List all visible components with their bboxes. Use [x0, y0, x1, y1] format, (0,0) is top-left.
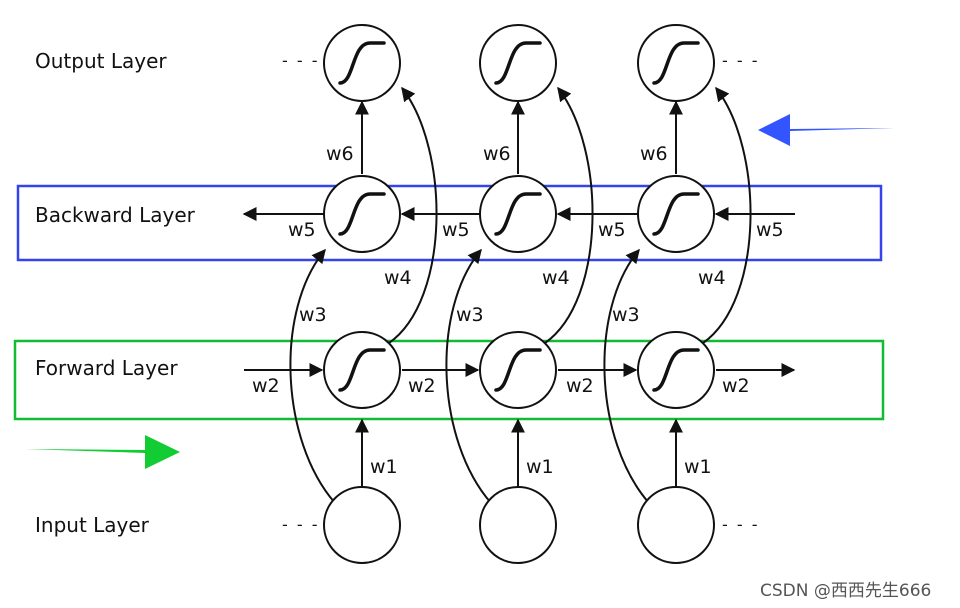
backward-node-3: [637, 175, 715, 253]
forward-layer-box: [13, 339, 885, 421]
ellipsis-input-left: - - -: [282, 515, 320, 534]
forward-node-2: [479, 331, 557, 409]
input-node-3: [637, 486, 715, 564]
weight-label-w1: w1: [684, 456, 712, 478]
weight-label-w3: w3: [456, 304, 484, 326]
output-node-2: [479, 24, 557, 102]
weight-label-w5: w5: [598, 219, 626, 241]
label-output-layer: Output Layer: [35, 49, 167, 73]
weight-label-w3: w3: [299, 304, 327, 326]
edge-w4-col1: [388, 86, 438, 344]
backward-node-1: [323, 175, 401, 253]
weight-label-w6: w6: [483, 143, 511, 165]
edge-w4-col3: [702, 86, 752, 344]
weight-label-w4: w4: [542, 267, 570, 289]
weight-label-w1: w1: [526, 456, 554, 478]
edge-w4-col2: [544, 86, 594, 344]
input-node-1: [323, 486, 401, 564]
forward-direction-arrow: [25, 435, 180, 469]
weight-label-w3: w3: [612, 304, 640, 326]
weight-label-w2: w2: [566, 375, 594, 397]
watermark: CSDN @西西先生666: [760, 581, 931, 601]
weight-label-w5: w5: [756, 219, 784, 241]
weight-label-w5: w5: [288, 219, 316, 241]
forward-node-1: [323, 331, 401, 409]
weight-label-w2: w2: [252, 375, 280, 397]
backward-direction-arrow: [758, 114, 894, 146]
output-node-1: [323, 24, 401, 102]
edge-w3-col1: [289, 248, 336, 504]
weight-label-w5: w5: [442, 219, 470, 241]
weight-label-w1: w1: [370, 456, 398, 478]
label-backward-layer: Backward Layer: [35, 203, 196, 227]
edge-w3-col2: [445, 248, 492, 504]
backward-node-2: [479, 175, 557, 253]
ellipsis-output-right: - - -: [722, 51, 760, 70]
label-input-layer: Input Layer: [35, 513, 150, 537]
input-node-2: [479, 486, 557, 564]
weight-label-w4: w4: [384, 267, 412, 289]
weight-label-w6: w6: [640, 143, 668, 165]
label-forward-layer: Forward Layer: [35, 356, 178, 380]
weight-label-w4: w4: [698, 267, 726, 289]
output-node-3: [637, 24, 715, 102]
forward-node-3: [637, 331, 715, 409]
edge-w3-col3: [603, 248, 650, 504]
backward-layer-box: [16, 184, 883, 262]
weight-label-w2: w2: [408, 375, 436, 397]
weight-label-w2: w2: [722, 375, 750, 397]
ellipsis-output-left: - - -: [282, 51, 320, 70]
weight-label-w6: w6: [326, 143, 354, 165]
ellipsis-input-right: - - -: [722, 515, 760, 534]
